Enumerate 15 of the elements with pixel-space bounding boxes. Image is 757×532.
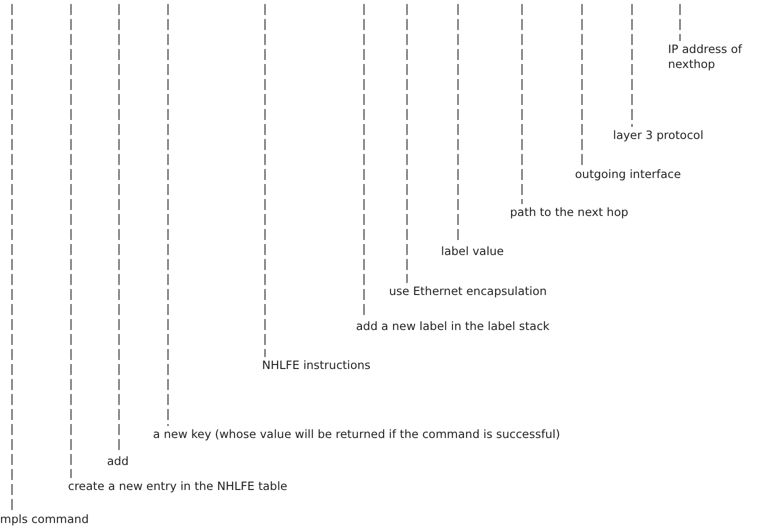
leader-line	[70, 4, 72, 478]
annotation-text: create a new entry in the NHLFE table	[68, 479, 288, 494]
leader-line	[406, 4, 408, 284]
annotation-text: layer 3 protocol	[613, 128, 704, 143]
annotation-text: label value	[441, 244, 504, 259]
annotation-text: use Ethernet encapsulation	[389, 284, 547, 299]
annotation-text: path to the next hop	[510, 205, 628, 220]
annotation-text: add a new label in the label stack	[356, 319, 550, 334]
annotation-text: IP address of nexthop	[668, 42, 744, 72]
annotation-text: NHLFE instructions	[262, 358, 371, 373]
annotation-text: add	[107, 454, 129, 469]
annotation-text: mpls command	[0, 512, 89, 527]
annotation-text: outgoing interface	[575, 167, 681, 182]
annotation-text: a new key (whose value will be returned if the command is successful)	[153, 427, 560, 442]
leader-line	[264, 4, 266, 358]
